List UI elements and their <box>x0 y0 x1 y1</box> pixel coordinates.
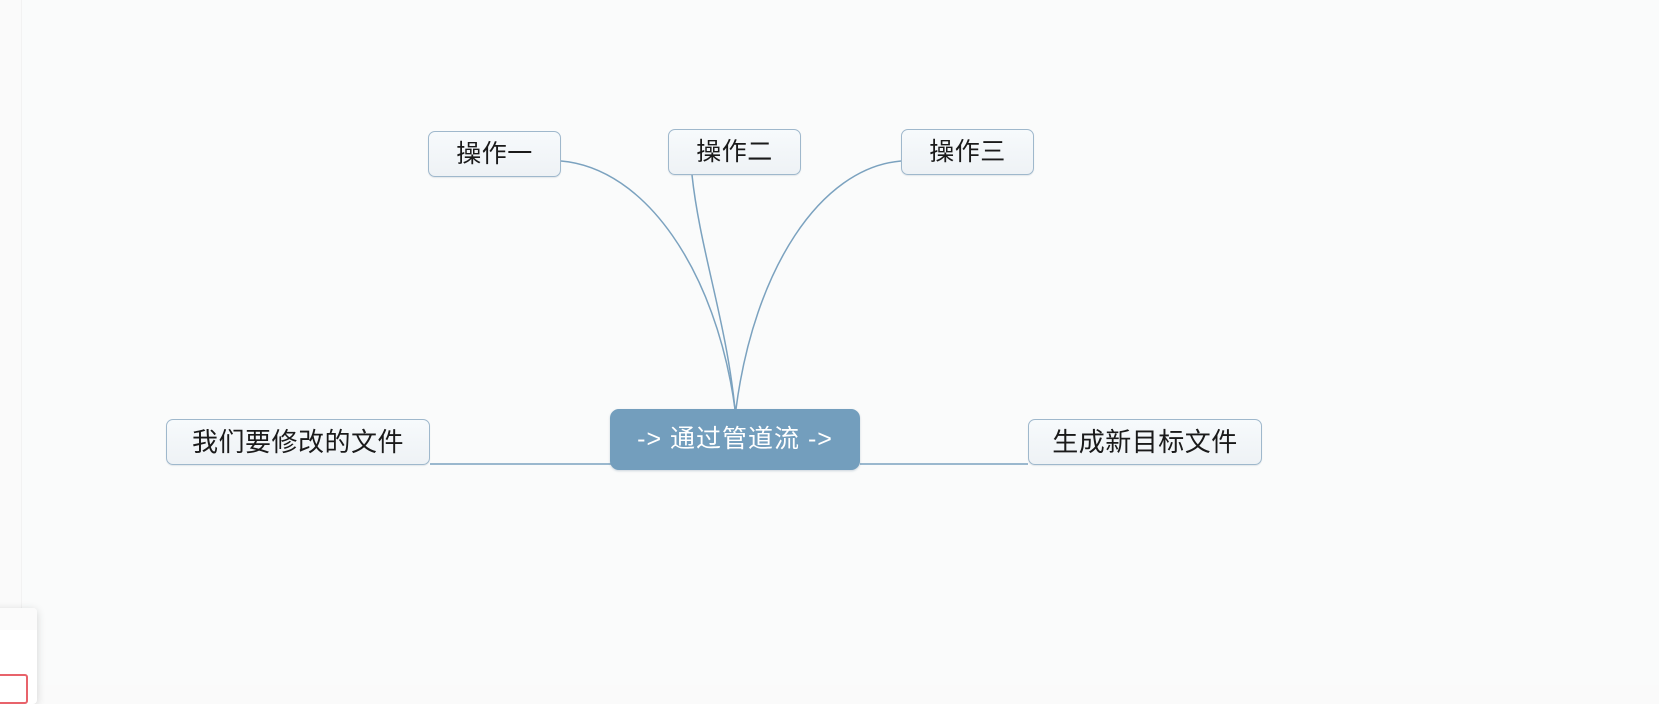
node-label: -> 通过管道流 -> <box>637 425 833 453</box>
mindmap-node-operation-2[interactable]: 操作二 <box>668 129 801 175</box>
corner-floating-panel[interactable] <box>0 608 37 704</box>
mindmap-node-operation-1[interactable]: 操作一 <box>428 131 561 177</box>
edge-op1-to-root <box>560 160 736 410</box>
mindmap-node-target-file[interactable]: 生成新目标文件 <box>1028 419 1262 465</box>
corner-panel-highlighted-item[interactable] <box>0 674 28 704</box>
mindmap-node-source-file[interactable]: 我们要修改的文件 <box>166 419 430 465</box>
corner-panel-header <box>0 608 37 630</box>
node-label: 生成新目标文件 <box>1052 427 1238 457</box>
connector-layer <box>430 160 1028 465</box>
edge-op3-to-root <box>735 160 902 410</box>
left-rail-divider <box>0 0 22 685</box>
node-label: 操作二 <box>696 137 773 166</box>
node-label: 我们要修改的文件 <box>191 427 404 457</box>
node-label: 操作一 <box>456 139 533 168</box>
mindmap-node-root[interactable]: -> 通过管道流 -> <box>610 409 860 470</box>
mindmap-node-operation-3[interactable]: 操作三 <box>901 129 1034 175</box>
edge-op2-to-root <box>691 174 736 410</box>
node-label: 操作三 <box>929 137 1006 166</box>
